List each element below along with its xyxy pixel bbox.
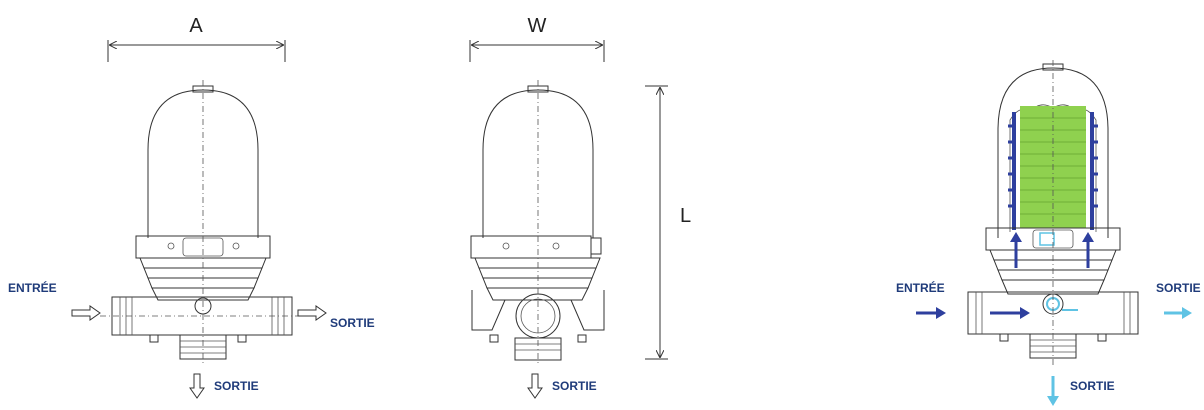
dimension-w-label: W — [528, 15, 547, 37]
front-bottom-outlet-label: SORTIE — [214, 379, 259, 393]
dimension-l-label: L — [680, 205, 691, 227]
dimension-a-label: A — [189, 15, 203, 37]
cut-inlet-label: ENTRÉE — [896, 280, 945, 295]
cut-side-outlet-label: SORTIE — [1156, 281, 1201, 295]
cutaway-view — [916, 60, 1192, 406]
cut-bottom-outlet-label: SORTIE — [1070, 379, 1115, 393]
front-inlet-label: ENTRÉE — [8, 280, 57, 295]
front-view: A — [71, 15, 327, 399]
front-side-outlet-label: SORTIE — [330, 316, 375, 330]
side-bottom-outlet-label: SORTIE — [552, 379, 597, 393]
side-view: W — [469, 15, 668, 399]
